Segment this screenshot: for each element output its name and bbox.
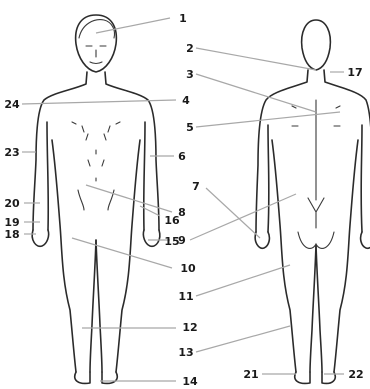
label-16: 16 [164, 214, 180, 227]
label-23: 23 [4, 146, 19, 159]
label-22: 22 [348, 368, 363, 381]
label-10: 10 [180, 262, 196, 275]
label-2: 2 [186, 42, 194, 55]
label-14: 14 [182, 375, 198, 388]
label-20: 20 [4, 197, 20, 210]
label-1: 1 [179, 12, 187, 25]
label-15: 15 [164, 235, 179, 248]
label-11: 11 [178, 290, 193, 303]
label-19: 19 [4, 216, 19, 229]
label-17: 17 [347, 66, 362, 79]
label-6: 6 [178, 150, 186, 163]
label-24: 24 [4, 98, 20, 111]
label-21: 21 [243, 368, 258, 381]
label-5: 5 [186, 121, 194, 134]
label-12: 12 [182, 321, 197, 334]
label-13: 13 [178, 346, 193, 359]
label-4: 4 [182, 94, 190, 107]
label-3: 3 [186, 68, 194, 81]
label-18: 18 [4, 228, 19, 241]
label-7: 7 [192, 180, 200, 193]
